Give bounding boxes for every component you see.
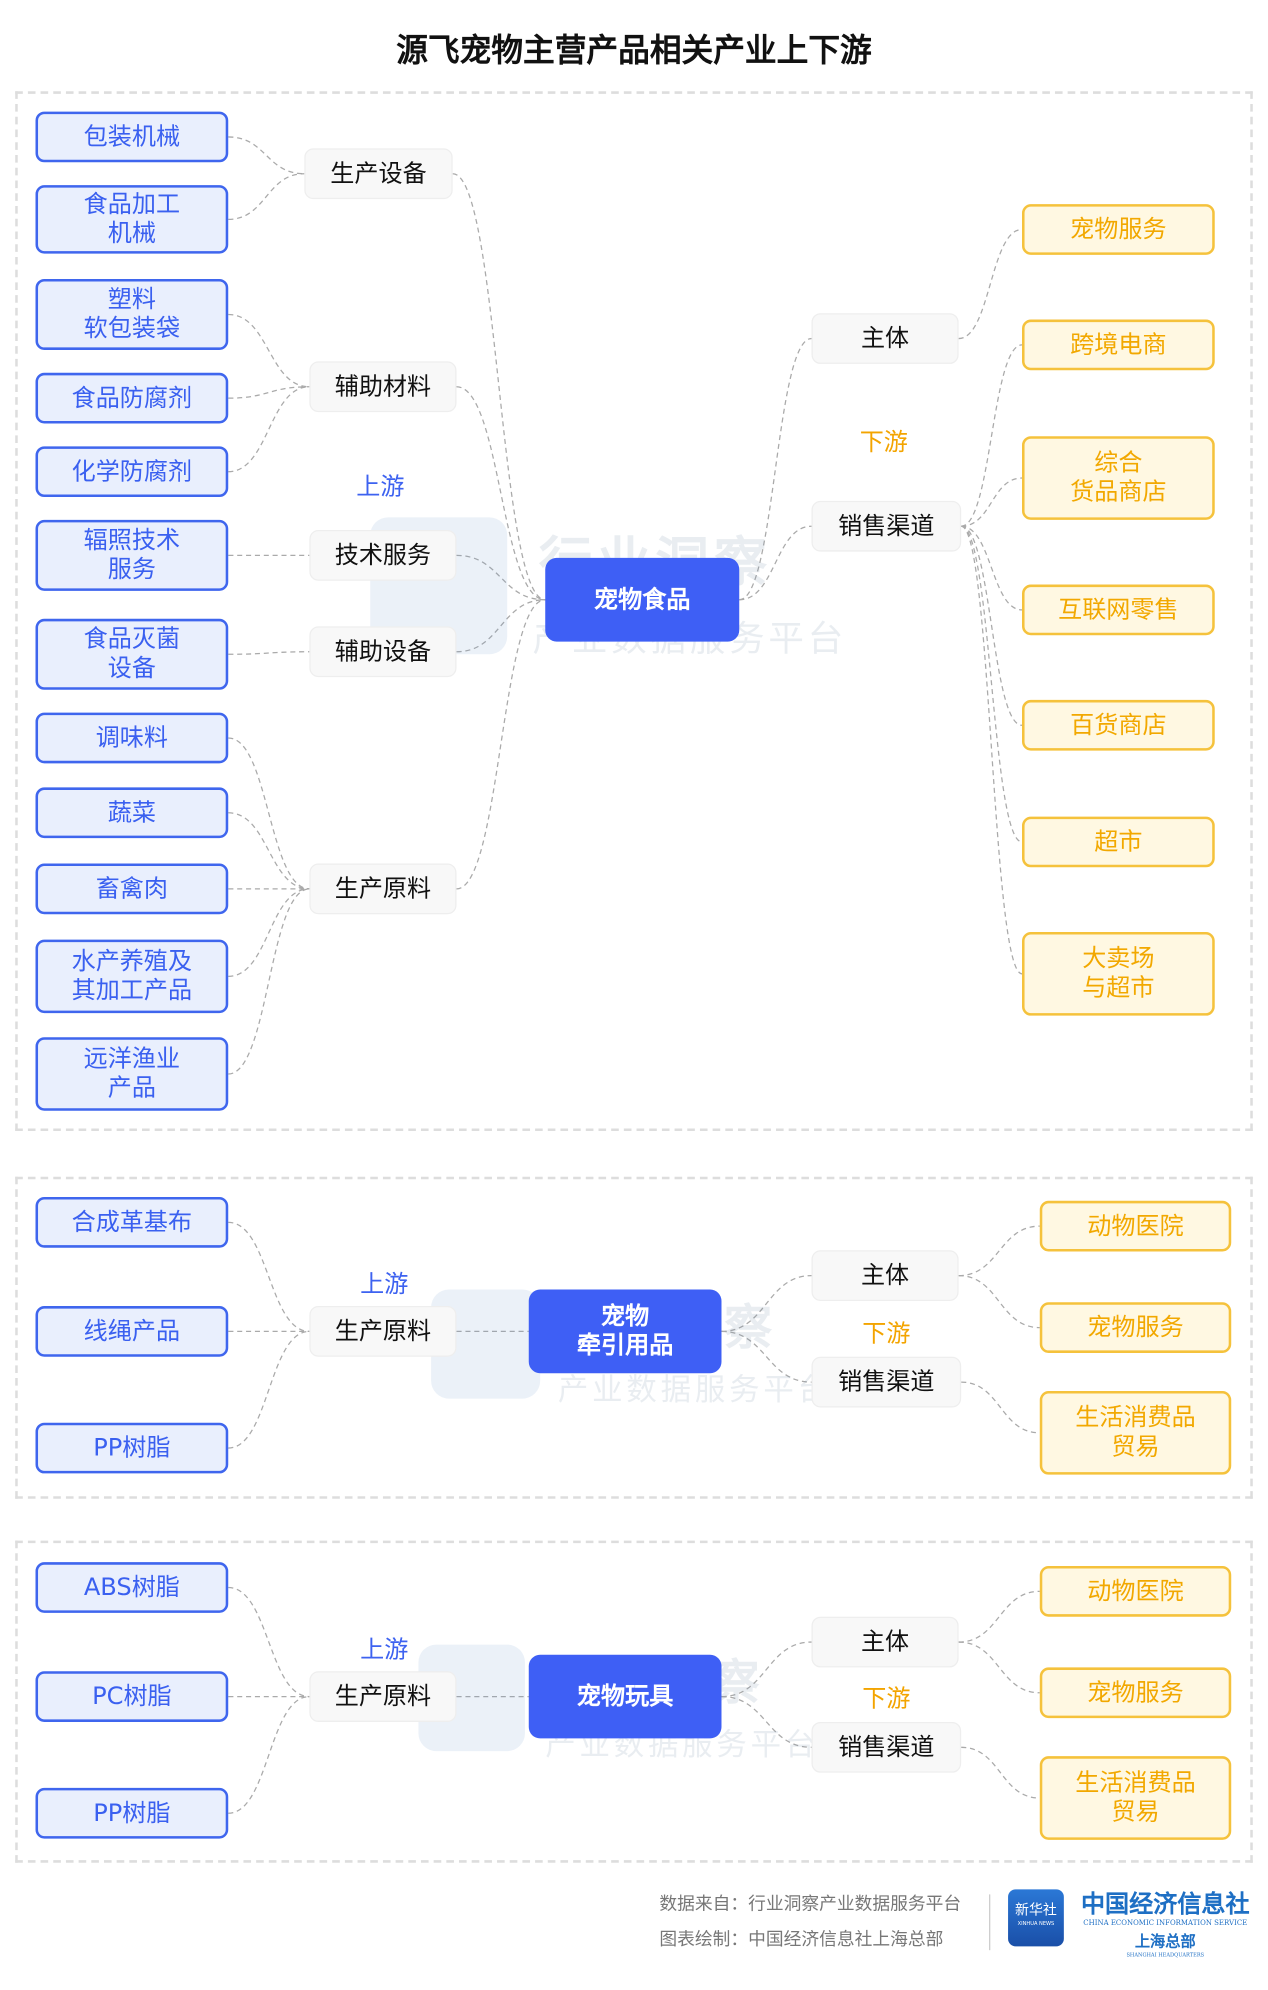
upstream-node: 水产养殖及 其加工产品 xyxy=(35,939,229,1014)
upstream-label: 上游 xyxy=(360,1270,409,1299)
upstream-node: PC树脂 xyxy=(35,1671,229,1722)
center-node: 宠物 牵引用品 xyxy=(528,1289,722,1374)
ceis-name-en: CHINA ECONOMIC INFORMATION SERVICE xyxy=(1083,1919,1248,1928)
downstream-category-node: 销售渠道 xyxy=(811,1356,962,1408)
upstream-node: 蔬菜 xyxy=(35,787,229,839)
downstream-label: 下游 xyxy=(862,1319,911,1348)
footer-divider xyxy=(989,1894,991,1951)
upstream-node: PP树脂 xyxy=(35,1787,229,1839)
upstream-node: 远洋渔业 产品 xyxy=(35,1037,229,1111)
downstream-label: 下游 xyxy=(859,428,908,457)
downstream-node: 生活消费品 贸易 xyxy=(1039,1756,1232,1840)
downstream-category-node: 销售渠道 xyxy=(811,500,962,552)
downstream-node: 动物医院 xyxy=(1039,1565,1232,1617)
footer-made-by: 图表绘制：中国经济信息社上海总部 xyxy=(659,1929,944,1951)
upstream-node: 调味料 xyxy=(35,712,229,764)
watermark-subtext: 产业数据服务平台 xyxy=(557,1371,832,1408)
upstream-node: 辐照技术 服务 xyxy=(35,519,229,591)
downstream-category-node: 主体 xyxy=(811,313,959,364)
downstream-node: 百货商店 xyxy=(1022,699,1215,751)
center-node: 宠物食品 xyxy=(545,557,740,642)
ceis-name: 中国经济信息社 xyxy=(1080,1890,1250,1919)
downstream-category-node: 主体 xyxy=(811,1616,959,1668)
category-node: 辅助设备 xyxy=(309,626,457,678)
category-node: 生产原料 xyxy=(309,1306,457,1357)
section-pet-toys xyxy=(15,1540,1253,1863)
center-node: 宠物玩具 xyxy=(528,1654,722,1739)
category-node: 生产设备 xyxy=(304,148,453,200)
downstream-category-node: 销售渠道 xyxy=(811,1721,962,1773)
ceis-branch: 上海总部 xyxy=(1134,1932,1196,1951)
upstream-node: 塑料 软包装袋 xyxy=(35,278,229,350)
upstream-node: 化学防腐剂 xyxy=(35,446,229,498)
downstream-node: 超市 xyxy=(1022,816,1215,868)
upstream-node: ABS树脂 xyxy=(35,1562,229,1613)
page-title: 源飞宠物主营产品相关产业上下游 xyxy=(396,31,872,69)
downstream-node: 宠物服务 xyxy=(1039,1667,1232,1719)
footer-source: 数据来自：行业洞察产业数据服务平台 xyxy=(659,1894,962,1915)
downstream-category-node: 主体 xyxy=(811,1250,959,1301)
upstream-label: 上游 xyxy=(360,1635,409,1664)
downstream-node: 生活消费品 贸易 xyxy=(1039,1390,1232,1475)
category-node: 生产原料 xyxy=(309,863,457,915)
xinhua-logo-text: 新华社 xyxy=(1015,1902,1057,1919)
upstream-label: 上游 xyxy=(356,472,405,501)
ceis-logo: 中国经济信息社 CHINA ECONOMIC INFORMATION SERVI… xyxy=(1075,1886,1255,1958)
category-node: 辅助材料 xyxy=(309,361,457,413)
upstream-node: 线绳产品 xyxy=(35,1306,229,1357)
upstream-node: 合成革基布 xyxy=(35,1196,229,1248)
category-node: 技术服务 xyxy=(309,530,457,581)
section-pet-food xyxy=(15,91,1253,1132)
upstream-node: 食品防腐剂 xyxy=(35,372,229,424)
category-node: 生产原料 xyxy=(309,1671,457,1722)
downstream-node: 互联网零售 xyxy=(1022,584,1215,636)
downstream-label: 下游 xyxy=(862,1685,911,1714)
section-pet-leash xyxy=(15,1176,1253,1499)
upstream-node: 食品灭菌 设备 xyxy=(35,618,229,690)
downstream-node: 跨境电商 xyxy=(1022,319,1215,371)
upstream-node: 包装机械 xyxy=(35,111,229,163)
xinhua-logo-subtext: XINHUA NEWS xyxy=(1017,1919,1055,1927)
downstream-node: 宠物服务 xyxy=(1022,204,1215,255)
upstream-node: PP树脂 xyxy=(35,1422,229,1474)
downstream-node: 大卖场 与超市 xyxy=(1022,931,1215,1016)
ceis-branch-en: SHANGHAI HEADQUARTERS xyxy=(1126,1951,1205,1958)
downstream-node: 综合 货品商店 xyxy=(1022,436,1215,520)
downstream-node: 宠物服务 xyxy=(1039,1302,1232,1353)
xinhua-logo: 新华社 XINHUA NEWS xyxy=(1008,1889,1064,1947)
downstream-node: 动物医院 xyxy=(1039,1200,1232,1252)
upstream-node: 食品加工 机械 xyxy=(35,185,229,254)
upstream-node: 畜禽肉 xyxy=(35,863,229,915)
